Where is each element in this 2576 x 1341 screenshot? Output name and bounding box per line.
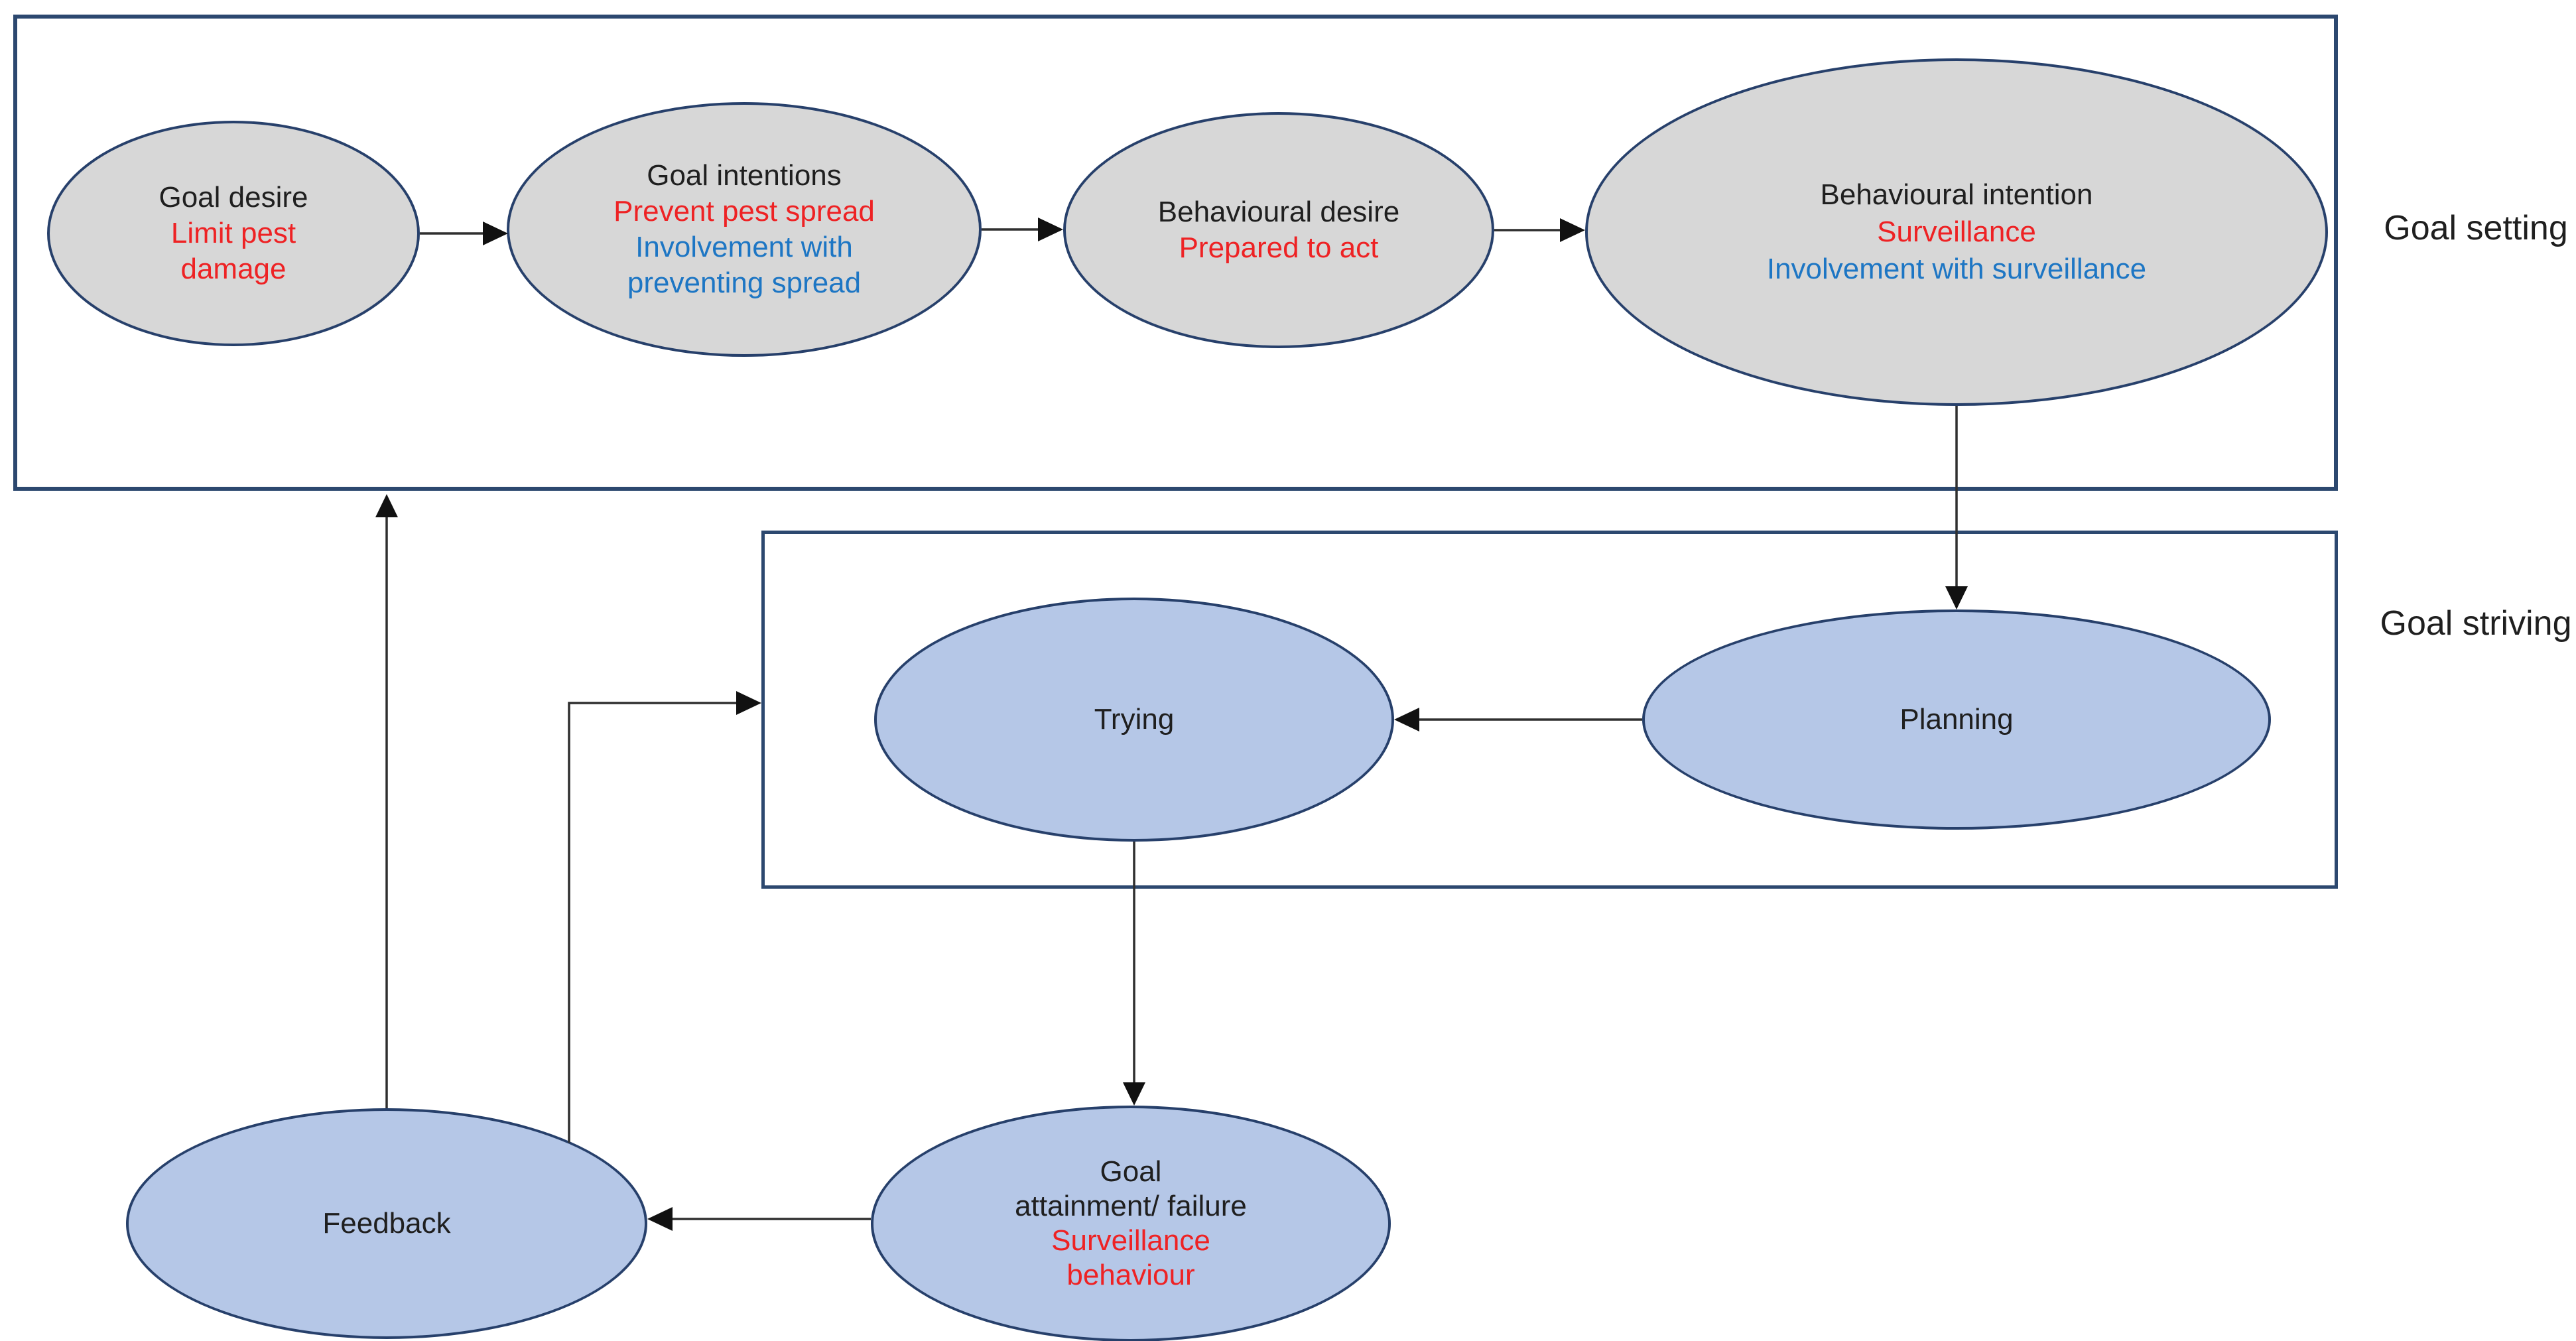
- goal-attainment-text: Goal attainment/ failure Surveillance be…: [978, 1155, 1283, 1293]
- text-line: preventing spread: [627, 267, 862, 299]
- feedback-ellipse: [126, 1108, 647, 1339]
- text-line: Goal: [1100, 1155, 1162, 1188]
- arrow-feedback-to-goal-setting-box: [375, 494, 398, 1108]
- goal-striving-box: [761, 531, 2338, 889]
- behavioural-desire-ellipse: [1063, 112, 1494, 348]
- text-line: attainment/ failure: [1015, 1190, 1247, 1222]
- goal-attainment-ellipse: [871, 1106, 1391, 1341]
- text-line: damage: [180, 253, 287, 285]
- text-line: Goal intentions: [647, 159, 842, 192]
- text-line: Surveillance: [1877, 216, 2036, 248]
- text-line: Involvement with: [635, 231, 853, 263]
- text-line: Surveillance: [1051, 1224, 1210, 1257]
- text-line: Behavioural desire: [1157, 196, 1400, 228]
- planning-text: Planning: [1837, 702, 2076, 737]
- text-line: Behavioural intention: [1820, 178, 2093, 211]
- behavioural-desire-text: Behavioural desire Prepared to act: [1093, 194, 1464, 266]
- behavioural-intention-text: Behavioural intention Surveillance Invol…: [1705, 176, 2209, 288]
- text-line: Feedback: [322, 1207, 451, 1240]
- text-line: Trying: [1094, 703, 1175, 735]
- arrow-goal-attainment-to-feedback: [647, 1207, 871, 1231]
- goal-intentions-ellipse: [507, 102, 982, 357]
- text-line: Goal desire: [159, 181, 308, 214]
- text-line: Prevent pest spread: [613, 195, 875, 227]
- text-line: behaviour: [1066, 1259, 1195, 1291]
- goal-intentions-text: Goal intentions Prevent pest spread Invo…: [572, 158, 917, 301]
- behavioural-intention-ellipse: [1585, 58, 2328, 406]
- arrow-feedback-to-trying: [568, 691, 761, 1143]
- text-line: Involvement with surveillance: [1766, 253, 2147, 285]
- text-line: Planning: [1900, 703, 2014, 735]
- goal-setting-label: Goal setting: [2384, 209, 2568, 247]
- text-line: Prepared to act: [1179, 231, 1379, 264]
- planning-ellipse: [1642, 609, 2271, 830]
- feedback-text: Feedback: [267, 1206, 506, 1242]
- goal-setting-box: [13, 15, 2338, 491]
- trying-ellipse: [874, 598, 1394, 842]
- goal-striving-label: Goal striving: [2380, 604, 2572, 643]
- goal-desire-ellipse: [47, 121, 420, 346]
- goal-desire-text: Goal desire Limit pest damage: [94, 180, 373, 287]
- trying-text: Trying: [1035, 702, 1234, 737]
- text-line: Limit pest: [170, 217, 296, 249]
